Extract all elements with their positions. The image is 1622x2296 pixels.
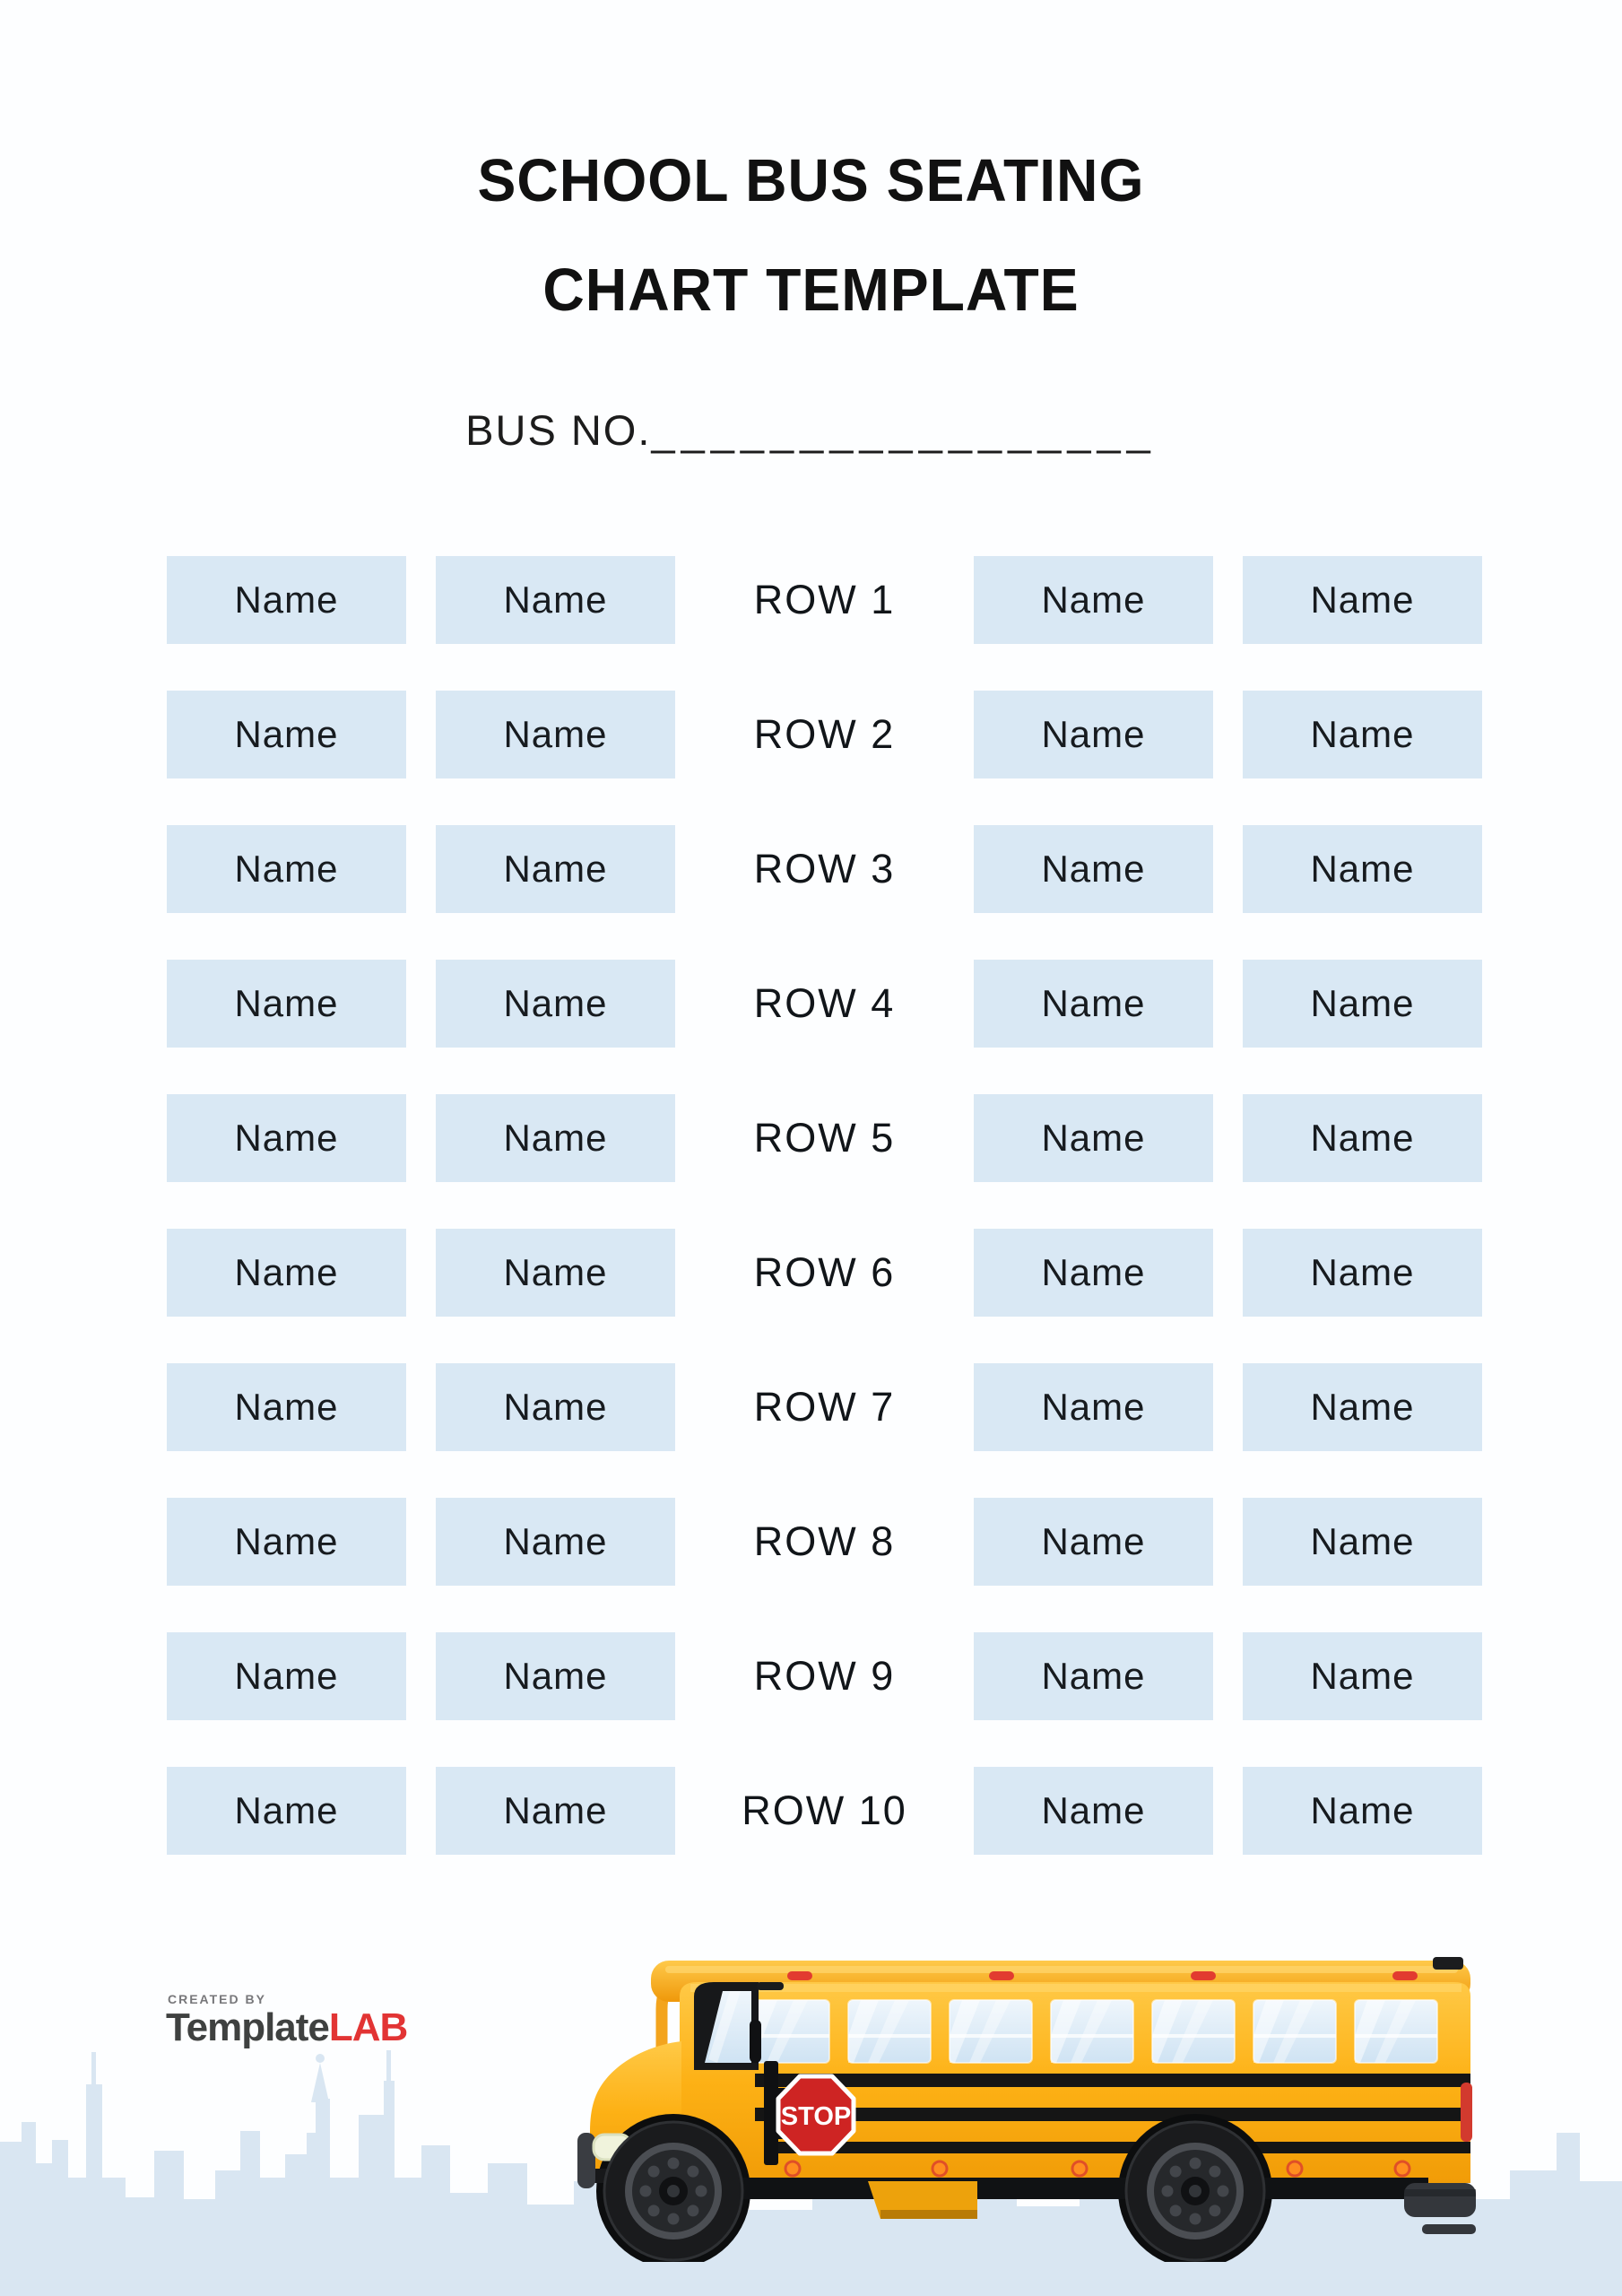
roof-marker-light xyxy=(1191,1971,1216,1980)
seat-name-box[interactable]: Name xyxy=(436,1767,675,1855)
seat-name-box[interactable]: Name xyxy=(436,691,675,778)
stop-sign-icon xyxy=(776,2074,856,2156)
seat-name-box[interactable]: Name xyxy=(974,1363,1213,1451)
seat-name-box[interactable]: Name xyxy=(974,1767,1213,1855)
seat-name-box[interactable]: Name xyxy=(974,1498,1213,1586)
seat-name-box[interactable]: Name xyxy=(167,691,406,778)
school-bus-illustration: STOP xyxy=(577,1957,1476,2262)
seat-name-box[interactable]: Name xyxy=(1243,1363,1482,1451)
seat-name-box[interactable]: Name xyxy=(436,960,675,1048)
windshield xyxy=(705,1991,751,2063)
logo-brand-accent: LAB xyxy=(328,2005,408,2049)
seat-name-box[interactable]: Name xyxy=(1243,1498,1482,1586)
row-label: ROW 7 xyxy=(753,1384,896,1430)
seat-name-box[interactable]: Name xyxy=(974,1229,1213,1317)
front-bumper xyxy=(577,2133,595,2188)
bus-number-blank-line[interactable]: _________________ xyxy=(651,406,1157,454)
templatelab-logo: CREATED BY TemplateLAB xyxy=(166,1992,408,2049)
row-label: ROW 5 xyxy=(753,1115,896,1161)
rear-bumper xyxy=(1404,2183,1476,2217)
tail-light xyxy=(1461,2083,1472,2142)
antenna-spire xyxy=(386,2050,391,2084)
church-spire xyxy=(311,2063,329,2102)
bus-windows xyxy=(746,1999,1438,2064)
seat-name-box[interactable]: Name xyxy=(1243,825,1482,913)
roof-marker-light xyxy=(1392,1971,1418,1980)
seat-name-box[interactable]: Name xyxy=(436,556,675,644)
seat-name-box[interactable]: Name xyxy=(167,1498,406,1586)
row-label: ROW 10 xyxy=(742,1787,907,1833)
bus-number-field: BUS NO._________________ xyxy=(0,405,1622,455)
stop-sign-text: STOP xyxy=(781,2102,851,2131)
exhaust-pipe xyxy=(1422,2224,1476,2234)
seat-name-box[interactable]: Name xyxy=(1243,960,1482,1048)
bus-number-label: BUS NO. xyxy=(465,406,652,454)
seat-name-box[interactable]: Name xyxy=(1243,1229,1482,1317)
row-label: ROW 3 xyxy=(753,846,896,891)
seat-name-box[interactable]: Name xyxy=(436,825,675,913)
side-mirror xyxy=(750,2020,761,2063)
seat-name-box[interactable]: Name xyxy=(167,1094,406,1182)
stop-sign-bracket xyxy=(764,2061,778,2165)
row-label: ROW 6 xyxy=(753,1249,896,1295)
seat-name-box[interactable]: Name xyxy=(1243,1632,1482,1720)
rear-roof-marker xyxy=(1433,1957,1463,1970)
page-title: SCHOOL BUS SEATING CHART TEMPLATE xyxy=(0,151,1622,320)
logo-created-by: CREATED BY xyxy=(168,1992,266,2006)
seat-name-box[interactable]: Name xyxy=(167,1767,406,1855)
logo-brand: TemplateLAB xyxy=(166,2005,408,2049)
side-marker-lights xyxy=(784,2160,1411,2178)
roof-marker-light xyxy=(787,1971,812,1980)
roof-marker-light xyxy=(989,1971,1014,1980)
seat-name-box[interactable]: Name xyxy=(167,825,406,913)
chassis xyxy=(698,2178,1428,2199)
seat-name-box[interactable]: Name xyxy=(974,556,1213,644)
seat-name-box[interactable]: Name xyxy=(1243,1767,1482,1855)
side-stripe xyxy=(766,2142,1470,2153)
side-stripe xyxy=(755,2074,1470,2087)
seat-name-box[interactable]: Name xyxy=(974,825,1213,913)
seat-name-box[interactable]: Name xyxy=(436,1632,675,1720)
seat-name-box[interactable]: Name xyxy=(974,691,1213,778)
title-line-2: CHART TEMPLATE xyxy=(542,257,1080,324)
entry-step xyxy=(868,2181,977,2219)
seat-name-box[interactable]: Name xyxy=(167,960,406,1048)
row-label: ROW 9 xyxy=(753,1653,896,1699)
row-label: ROW 8 xyxy=(753,1518,896,1564)
seat-name-box[interactable]: Name xyxy=(1243,1094,1482,1182)
logo-brand-dark: Template xyxy=(166,2005,330,2049)
seat-name-box[interactable]: Name xyxy=(167,1363,406,1451)
seat-name-box[interactable]: Name xyxy=(974,1632,1213,1720)
seat-name-box[interactable]: Name xyxy=(974,960,1213,1048)
row-label: ROW 2 xyxy=(753,711,896,757)
seat-name-box[interactable]: Name xyxy=(1243,691,1482,778)
row-label: ROW 4 xyxy=(753,980,896,1026)
title-line-1: SCHOOL BUS SEATING xyxy=(477,147,1145,214)
side-stripe xyxy=(755,2108,1470,2121)
antenna-spire xyxy=(91,2052,96,2088)
seat-name-box[interactable]: Name xyxy=(167,1632,406,1720)
seat-name-box[interactable]: Name xyxy=(436,1229,675,1317)
row-label: ROW 1 xyxy=(753,577,896,622)
seat-name-box[interactable]: Name xyxy=(974,1094,1213,1182)
seat-name-box[interactable]: Name xyxy=(436,1094,675,1182)
seat-name-box[interactable]: Name xyxy=(1243,556,1482,644)
seat-name-box[interactable]: Name xyxy=(167,1229,406,1317)
seat-name-box[interactable]: Name xyxy=(436,1498,675,1586)
seat-name-box[interactable]: Name xyxy=(167,556,406,644)
seat-name-box[interactable]: Name xyxy=(436,1363,675,1451)
